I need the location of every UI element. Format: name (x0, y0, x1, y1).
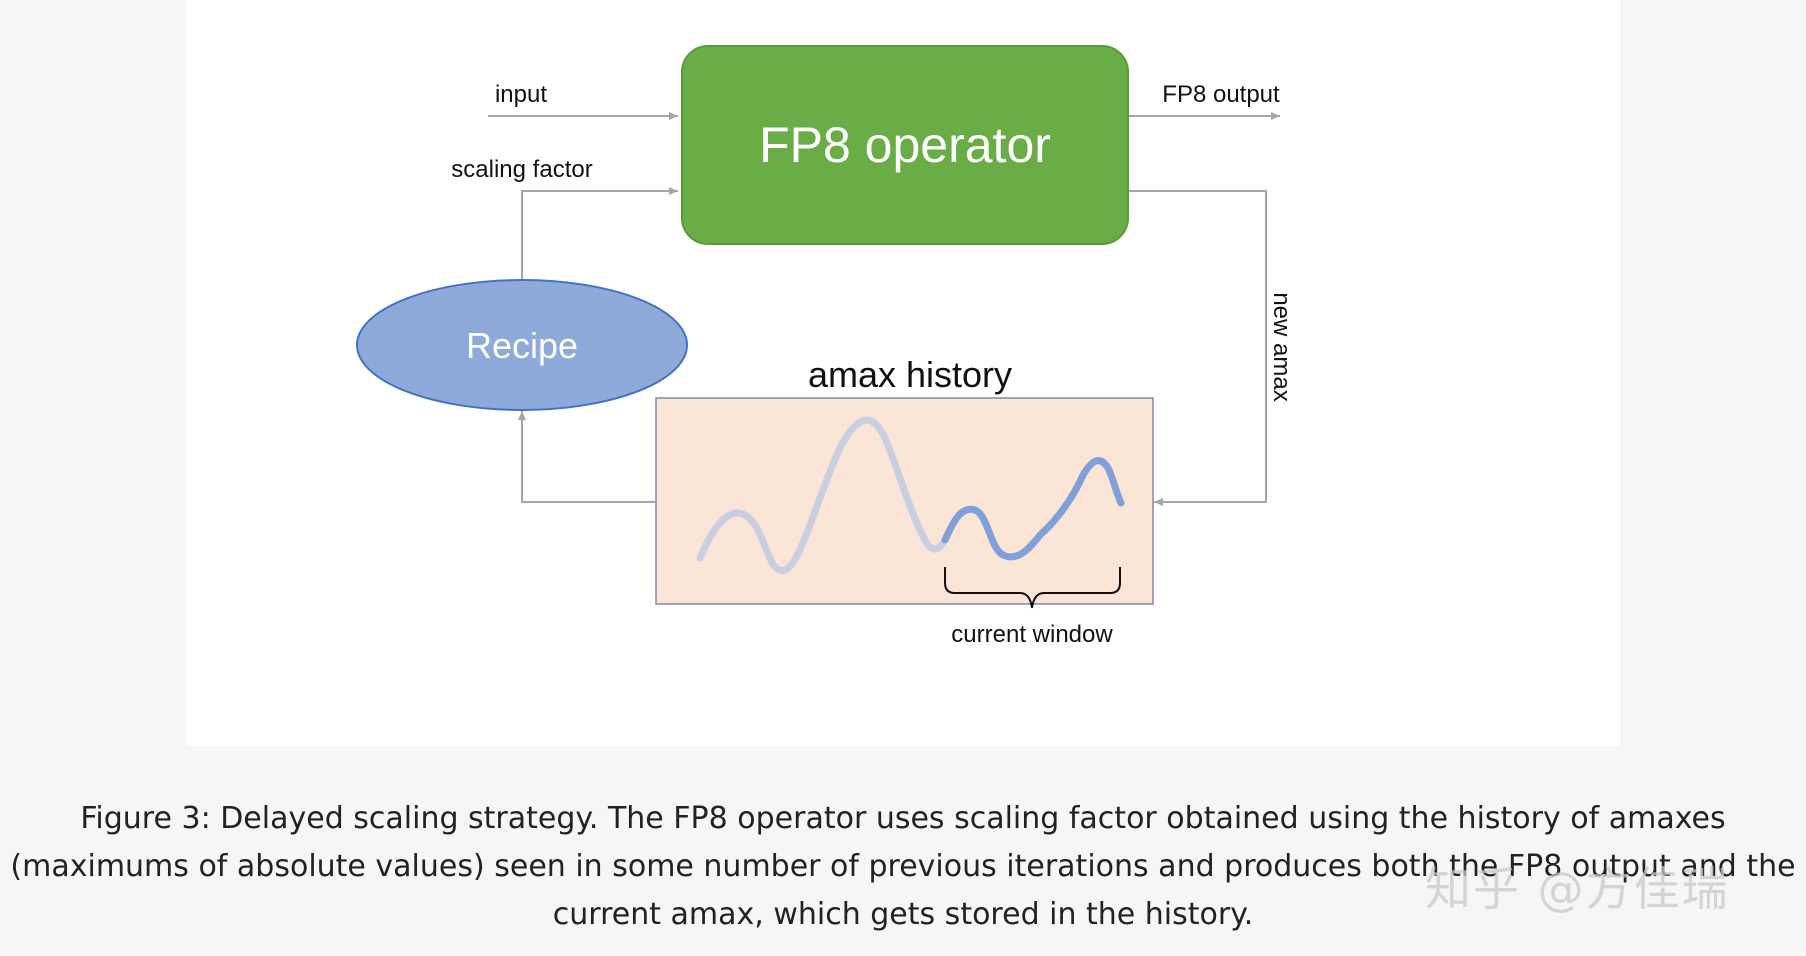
current-window-bracket (944, 567, 1121, 609)
scaling-factor-arrow (521, 187, 678, 279)
caption-line-3: current amax, which gets stored in the h… (552, 897, 1254, 932)
new-amax-arrow (1128, 190, 1267, 506)
recipe-label: Recipe (466, 325, 578, 366)
fp8-output-label: FP8 output (1162, 81, 1280, 108)
amax-history-title: amax history (808, 354, 1012, 395)
fp8-operator-box (681, 45, 1129, 245)
amax-history-curve-faded (696, 416, 949, 574)
caption-line-2: (maximums of absolute values) seen in so… (10, 849, 1796, 884)
scaling-factor-label: scaling factor (451, 156, 592, 183)
input-label: input (495, 81, 547, 108)
history-to-recipe-arrow (518, 411, 655, 503)
recipe-ellipse (356, 279, 688, 411)
amax-history-curve-current (941, 457, 1125, 561)
zhihu-watermark: 知乎 @方佳瑞 (1425, 862, 1730, 916)
new-amax-label: new amax (1268, 292, 1295, 401)
current-window-label: current window (951, 621, 1113, 648)
caption-line-1: Figure 3: Delayed scaling strategy. The … (80, 801, 1726, 836)
fp8-operator-label: FP8 operator (759, 117, 1051, 173)
figure-caption: Figure 3: Delayed scaling strategy. The … (0, 795, 1806, 939)
